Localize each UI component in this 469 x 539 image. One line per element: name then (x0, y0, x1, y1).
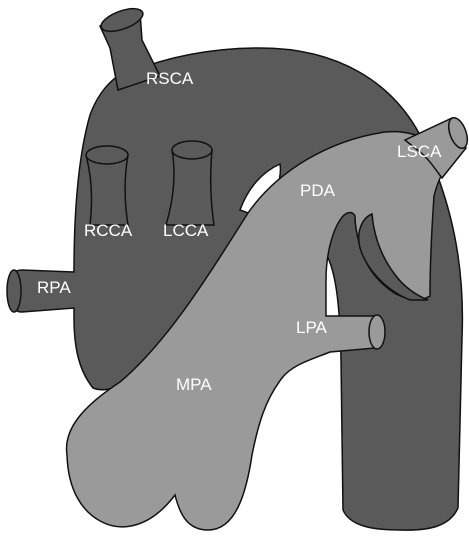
label-lsca: LSCA (397, 142, 442, 161)
label-lpa: LPA (296, 318, 328, 337)
rpa-opening (7, 270, 21, 312)
label-rcca: RCCA (84, 221, 133, 240)
lcca-stump (166, 150, 214, 225)
rcca-stump (86, 155, 128, 225)
label-mpa: MPA (176, 375, 212, 394)
rcca-opening (86, 146, 128, 164)
label-rpa: RPA (37, 278, 71, 297)
label-pda: PDA (300, 181, 336, 200)
label-rsca: RSCA (146, 69, 194, 88)
lcca-opening (172, 141, 212, 159)
lpa-opening (369, 315, 385, 349)
label-lcca: LCCA (163, 221, 209, 240)
